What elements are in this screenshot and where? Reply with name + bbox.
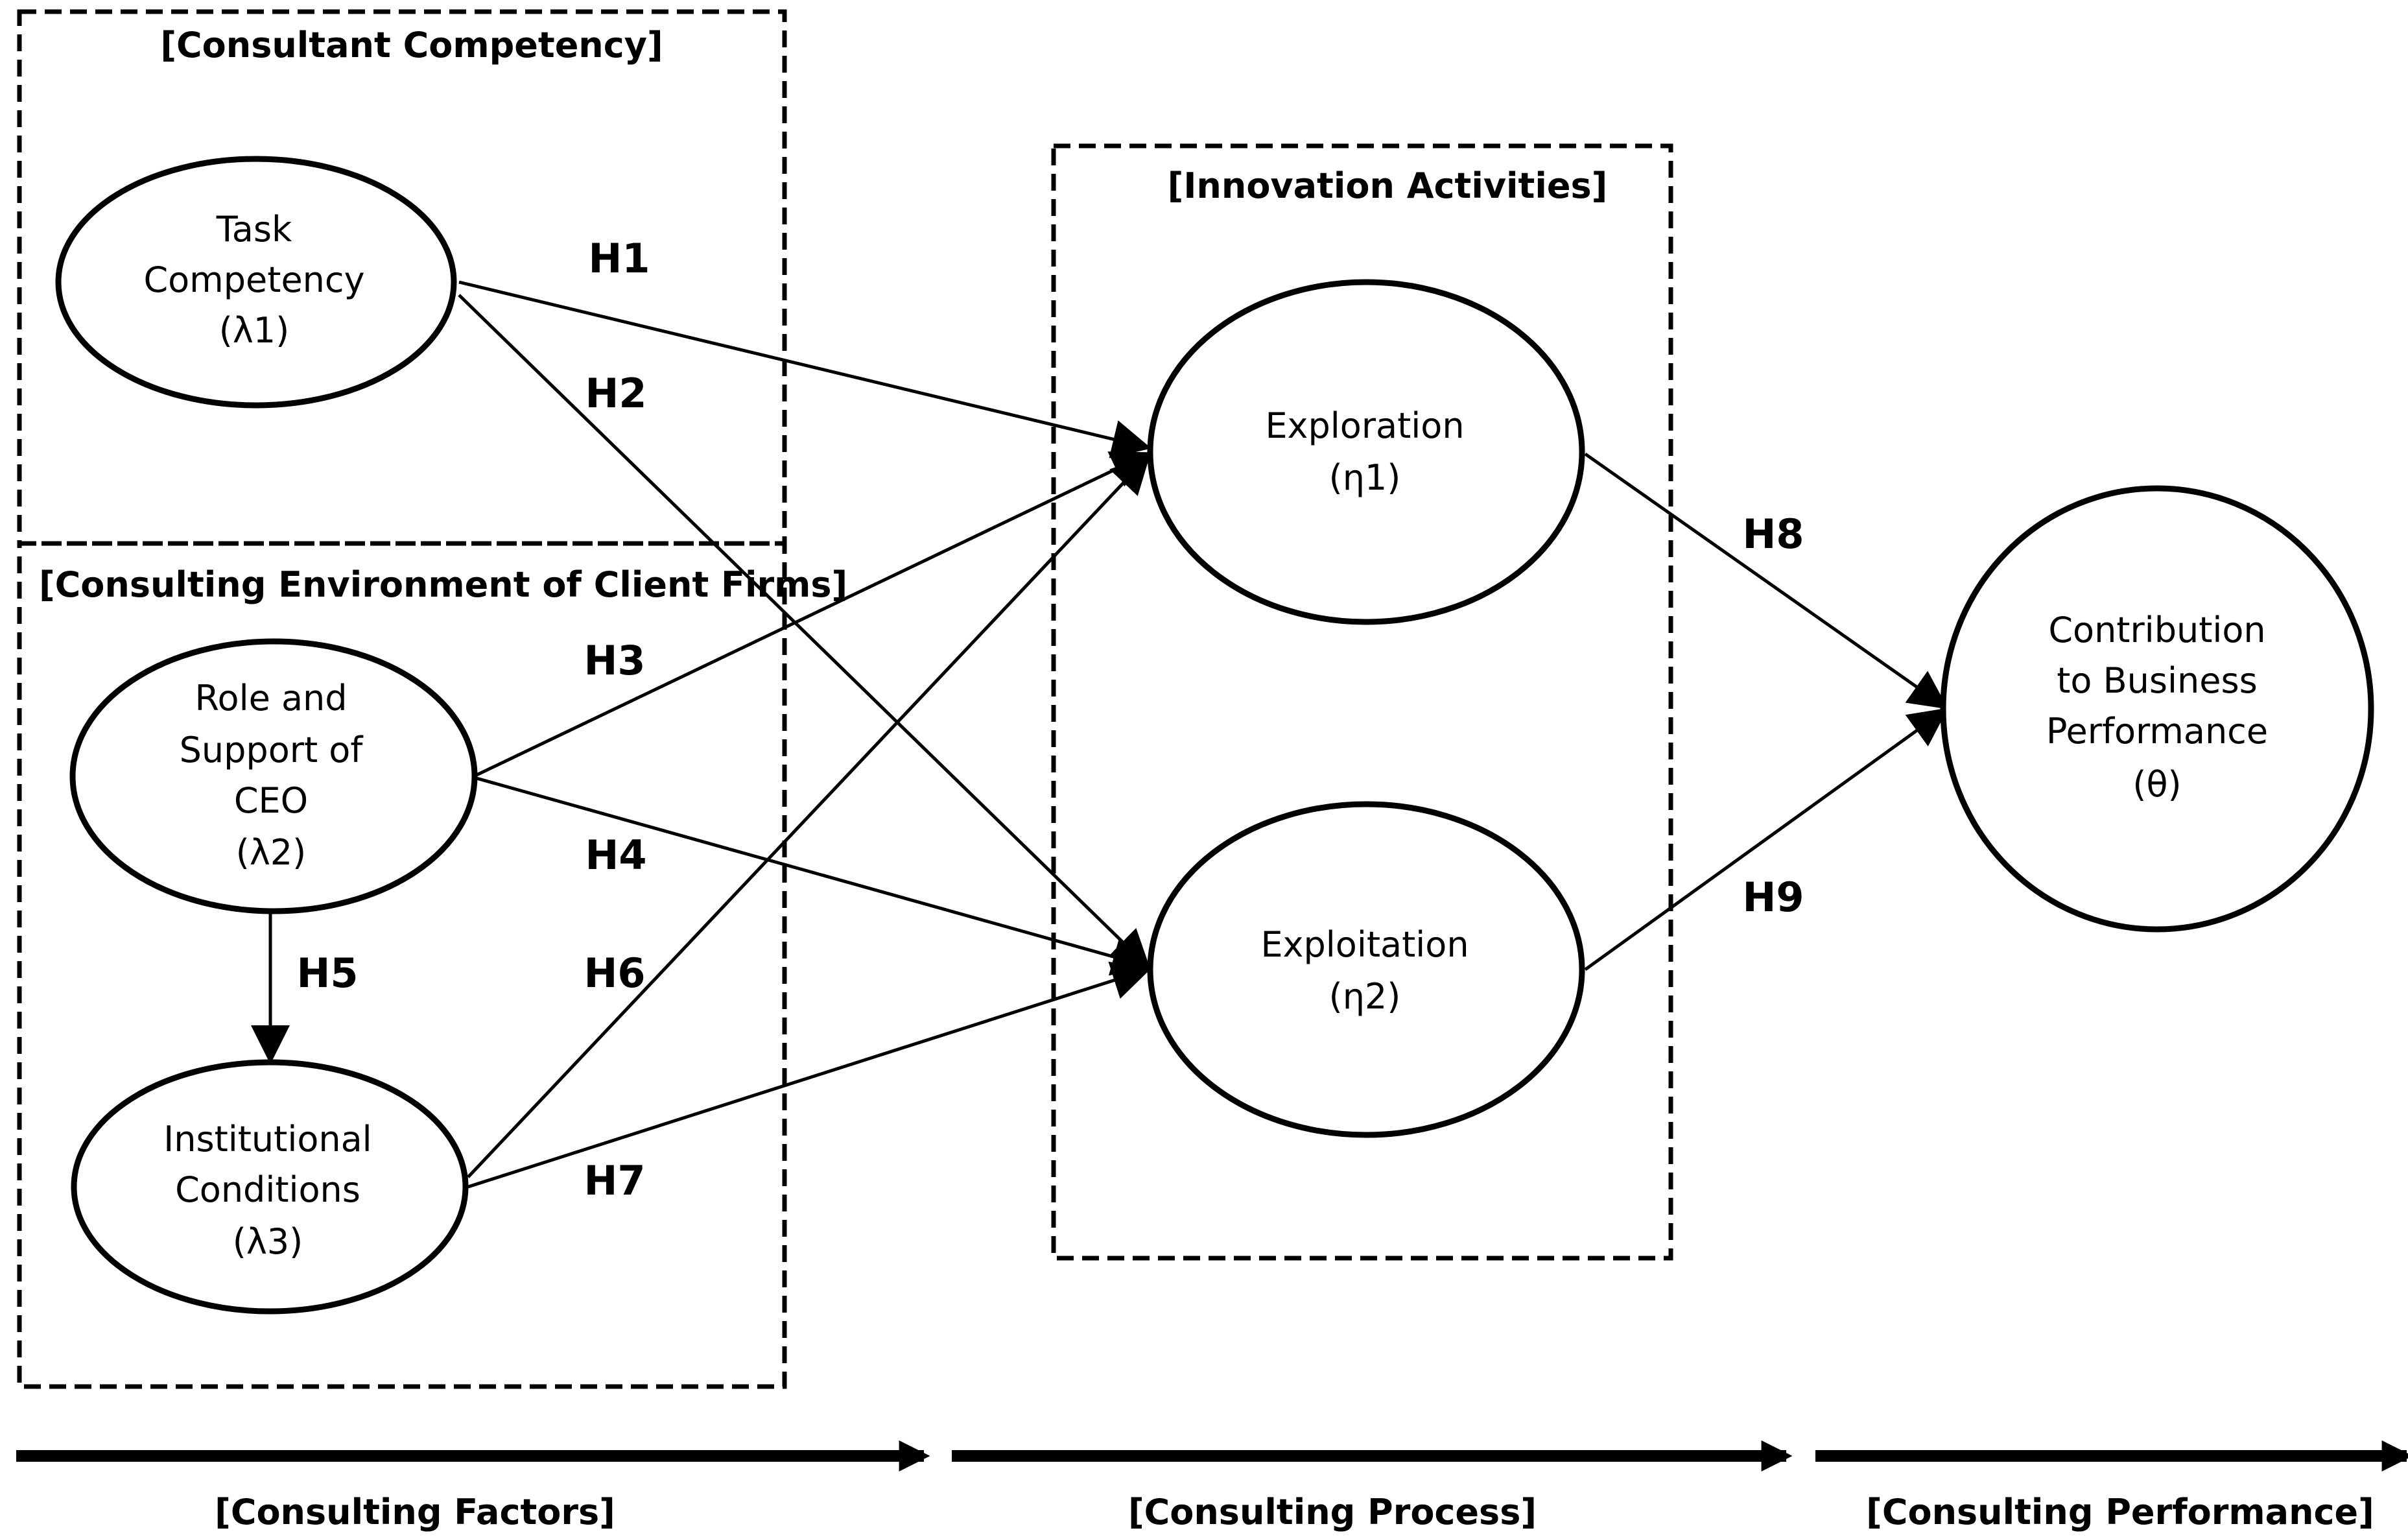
hypothesis-label-h6: H6	[584, 949, 645, 997]
node-task-competency-line2: Competency	[143, 259, 364, 300]
edge-h9-exploitation-to-contribution	[1584, 708, 1948, 971]
edge-h3-ceo-to-exploration	[475, 451, 1151, 777]
node-contribution-line2: to Business	[2057, 660, 2258, 701]
edge-h2-task-to-exploitation	[458, 294, 1151, 970]
node-exploration: Exploration (η1)	[1147, 279, 1585, 625]
node-exploration-line2: (η1)	[1329, 457, 1401, 498]
hypothesis-label-h4: H4	[585, 831, 646, 879]
hypothesis-label-h5: H5	[296, 949, 358, 997]
stage-label-factors: [Consulting Factors]	[215, 1492, 615, 1532]
consulting-environment-box	[17, 541, 787, 1389]
node-role-support-ceo-line4: (λ2)	[236, 832, 306, 873]
edge-h1-task-to-exploration	[458, 280, 1151, 459]
node-contribution-line4: (θ)	[2132, 764, 2181, 805]
node-exploitation-line1: Exploitation	[1260, 924, 1469, 965]
hypothesis-label-h9: H9	[1742, 874, 1804, 921]
node-role-support-ceo-line2: Support of	[180, 730, 364, 770]
node-exploitation: Exploitation (η2)	[1147, 801, 1585, 1138]
node-contribution-line1: Contribution	[2048, 610, 2265, 650]
hypothesis-label-h8: H8	[1742, 510, 1804, 558]
node-task-competency-line1: Task	[216, 209, 292, 250]
node-contribution-business-performance: Contribution to Business Performance (θ)	[1940, 485, 2374, 933]
innovation-activities-title: [Innovation Activities]	[1168, 165, 1608, 206]
edge-h7-institutional-to-exploitation	[467, 961, 1151, 1189]
stage-label-performance: [Consulting Performance]	[1866, 1492, 2374, 1532]
edge-h8-exploration-to-contribution	[1584, 452, 1948, 709]
node-institutional-conditions-line1: Institutional	[163, 1119, 372, 1160]
consulting-environment-title: [Consulting Environment of Client Firms]	[39, 564, 847, 605]
hypothesis-label-h1: H1	[588, 235, 650, 282]
hypothesis-label-h3: H3	[584, 637, 645, 684]
node-role-support-ceo: Role and Support of CEO (λ2)	[69, 638, 478, 914]
node-task-competency-line3: (λ1)	[219, 310, 289, 351]
edge-h4-ceo-to-exploitation	[476, 776, 1151, 976]
node-exploitation-line2: (η2)	[1329, 976, 1401, 1017]
node-contribution-line3: Performance	[2046, 711, 2268, 752]
edge-h6-institutional-to-exploration	[467, 454, 1151, 1178]
hypothesis-label-h7: H7	[584, 1157, 645, 1204]
node-institutional-conditions-line2: Conditions	[175, 1169, 360, 1210]
node-exploration-line1: Exploration	[1265, 405, 1464, 446]
stage-label-process: [Consulting Process]	[1128, 1492, 1537, 1532]
node-institutional-conditions: Institutional Conditions (λ3)	[71, 1059, 469, 1315]
node-role-support-ceo-line3: CEO	[234, 780, 308, 821]
node-institutional-conditions-line3: (λ3)	[233, 1221, 303, 1262]
innovation-activities-box	[1051, 143, 1673, 1261]
node-task-competency: Task Competency (λ1)	[55, 156, 457, 409]
hypothesis-label-h2: H2	[585, 370, 646, 417]
consultant-competency-title: [Consultant Competency]	[160, 25, 663, 66]
node-role-support-ceo-line1: Role and	[195, 678, 347, 719]
